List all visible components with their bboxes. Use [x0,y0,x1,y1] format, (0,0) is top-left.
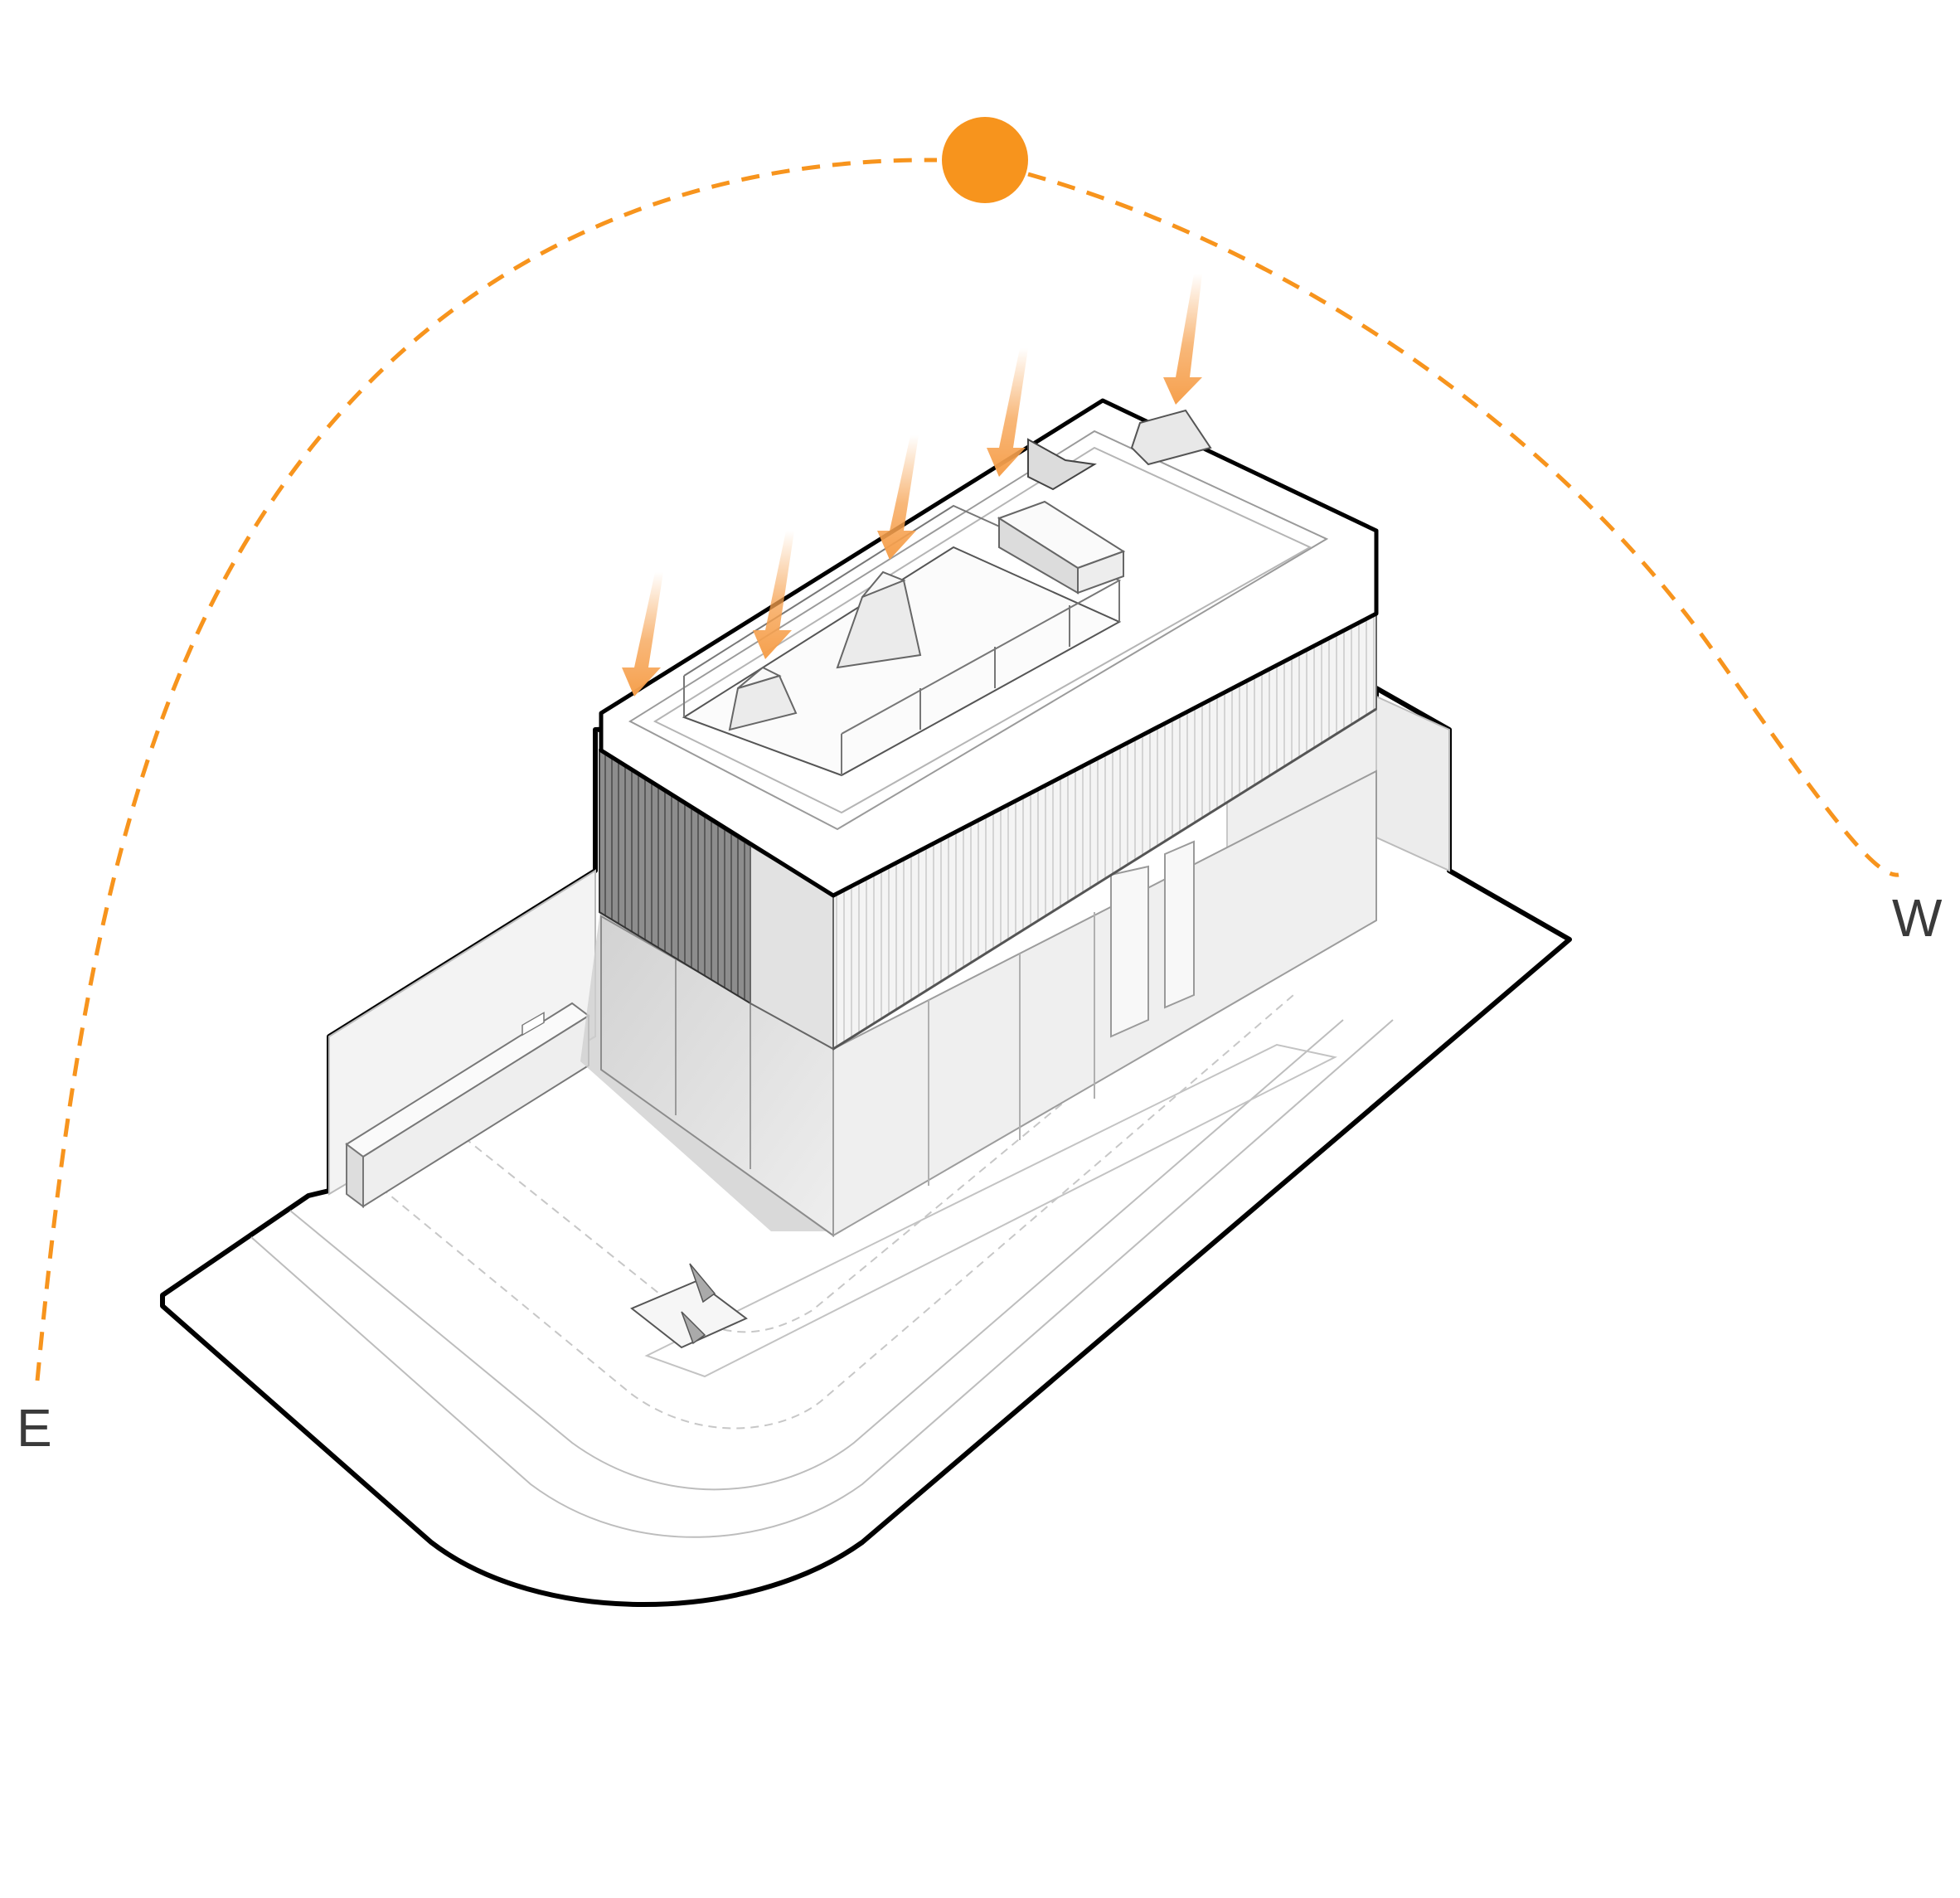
sun-path [35,117,1899,1381]
upper-volume [599,398,1379,1051]
sun-ray-arrow-icon [877,435,919,560]
sun-ray-arrow-icon [622,572,663,697]
skylight-corner [1130,409,1212,466]
sun-icon [942,117,1028,203]
east-label: E [17,1398,52,1458]
west-label: W [1892,888,1943,948]
ground-stair-recess [630,1263,748,1349]
sun-rays [622,274,1202,697]
ground-floor [580,769,1377,1237]
roof-stair-hatch [1027,438,1097,491]
sun-path-arc-west [1027,172,1899,877]
sun-path-arc [35,158,938,1381]
rooftop-planter [997,500,1126,595]
skylight-large [836,570,922,669]
sun-ray-arrow-icon [987,348,1028,477]
sun-ray-arrow-icon [1163,274,1202,405]
sun-ray-arrow-icon [753,531,794,659]
garden-bench [345,1002,590,1208]
skylight-small [728,666,798,731]
